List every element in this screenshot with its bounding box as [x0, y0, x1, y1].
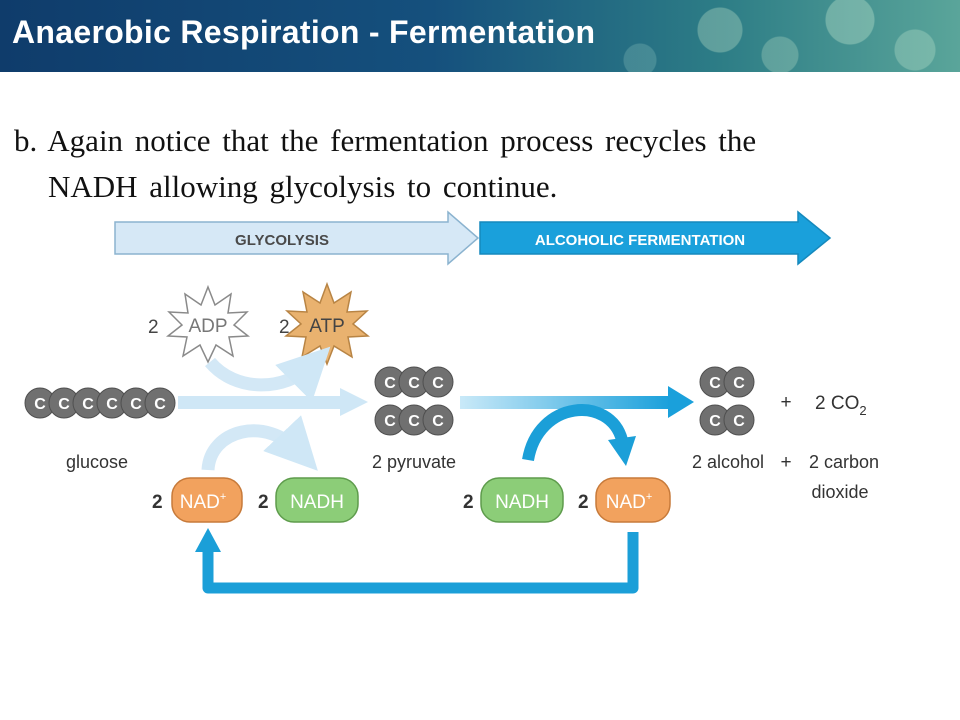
- glucose-carbon-atom: C: [48, 387, 80, 419]
- carbon-atom-letter: C: [384, 375, 396, 392]
- glucose-carbon-atom: C: [24, 387, 56, 419]
- nad-right-oval: [595, 477, 671, 523]
- carbon-atom-letter: C: [130, 396, 142, 413]
- nadh-to-nad-arrow: [522, 404, 628, 462]
- nad-to-nadh-arrow: [201, 415, 318, 471]
- pyruvate-carbon-atom: C: [374, 404, 406, 436]
- nad-left-group: 2 NAD+: [152, 477, 243, 523]
- carbon-atom-circle: [144, 387, 176, 419]
- nad-left-text: NAD: [180, 492, 220, 513]
- alcohol-carbon-atom: C: [699, 404, 731, 436]
- nadh-left-label: NADH: [290, 492, 344, 513]
- adp-label: ADP: [188, 316, 227, 337]
- carbon-atom-letter: C: [82, 396, 94, 413]
- glucose-carbon-atom: C: [144, 387, 176, 419]
- nadh-right-coefficient: 2: [463, 492, 474, 513]
- nad-recycle-arrow: [202, 532, 639, 594]
- alcohol-carbon-atom: C: [723, 404, 755, 436]
- carbon-atom-circle: [422, 366, 454, 398]
- carbon-atom-letter: C: [154, 396, 166, 413]
- pyruvate-carbon-atom: C: [422, 366, 454, 398]
- pyruvate-carbon-atom: C: [422, 404, 454, 436]
- alcohol-carbon-atom: C: [699, 366, 731, 398]
- nadh-left-coefficient: 2: [258, 492, 269, 513]
- carbon-atom-letter: C: [106, 396, 118, 413]
- pyruvate-carbon-atom: C: [398, 366, 430, 398]
- carbon-atom-circle: [422, 404, 454, 436]
- atp-coefficient: 2: [279, 317, 290, 338]
- alcohol-label: 2 alcohol: [692, 452, 764, 472]
- glucose-to-pyruvate-arrow: [178, 388, 368, 416]
- fermentation-stage-arrow: ALCOHOLIC FERMENTATION: [479, 210, 832, 266]
- carbon-atom-circle: [723, 366, 755, 398]
- alcohol-carbon-atom: C: [723, 366, 755, 398]
- glycolysis-stage-arrow: GLYCOLYSIS: [114, 210, 480, 266]
- glycolysis-label: GLYCOLYSIS: [235, 232, 329, 249]
- nad-recycle-arrowhead: [195, 528, 221, 552]
- adp-group: 2 ADP: [148, 284, 251, 364]
- nad-right-text: NAD: [606, 492, 646, 513]
- slide-header: Anaerobic Respiration - Fermentation: [0, 0, 960, 72]
- atp-label: ATP: [309, 316, 345, 337]
- plus-sign-bottom: +: [780, 452, 791, 473]
- co2-label: 2 CO2: [815, 393, 867, 418]
- nad-right-coefficient: 2: [578, 492, 589, 513]
- pyruvate-label: 2 pyruvate: [372, 452, 456, 472]
- co2-subscript: 2: [859, 403, 866, 418]
- slide-body-text: b. Again notice that the fermentation pr…: [14, 118, 894, 210]
- carbon-atom-letter: C: [432, 375, 444, 392]
- nadh-right-label: NADH: [495, 492, 549, 513]
- fermentation-label: ALCOHOLIC FERMENTATION: [535, 232, 745, 249]
- carbon-atom-letter: C: [709, 375, 721, 392]
- carbon-atom-letter: C: [408, 413, 420, 430]
- nadh-right-oval: [480, 477, 564, 523]
- carbon-atom-letter: C: [733, 413, 745, 430]
- adp-coefficient: 2: [148, 317, 159, 338]
- nad-right-group: 2 NAD+: [578, 477, 671, 523]
- plus-sign-top: +: [780, 392, 791, 413]
- nadh-to-nad-arrowhead: [608, 436, 636, 466]
- nad-right-superscript: +: [646, 491, 652, 503]
- body-line-1: Again notice that the fermentation proce…: [47, 123, 757, 158]
- carbon-atom-letter: C: [58, 396, 70, 413]
- carbon-dioxide-line-2: dioxide: [811, 482, 868, 502]
- carbon-atom-letter: C: [408, 375, 420, 392]
- adp-starburst: [165, 284, 251, 364]
- carbon-atom-letter: C: [733, 375, 745, 392]
- atp-group: 2 ATP: [279, 281, 371, 367]
- glucose-label: glucose: [66, 452, 128, 472]
- pyruvate-carbon-atom: C: [398, 404, 430, 436]
- carbon-dioxide-line-1: 2 carbon: [809, 452, 879, 472]
- list-marker: b.: [14, 123, 38, 158]
- co2-text: 2 CO: [815, 393, 859, 414]
- carbon-atom-circle: [723, 404, 755, 436]
- nadh-right-group: 2 NADH: [463, 477, 564, 523]
- nad-right-label: NAD+: [606, 491, 653, 513]
- nad-left-label: NAD+: [180, 491, 227, 513]
- carbon-atom-letter: C: [432, 413, 444, 430]
- body-line-2: NADH allowing glycolysis to continue.: [48, 169, 558, 204]
- carbon-atom-letter: C: [34, 396, 46, 413]
- nad-left-superscript: +: [220, 491, 226, 503]
- slide-title: Anaerobic Respiration - Fermentation: [12, 14, 596, 50]
- pyruvate-to-alcohol-arrow: [460, 386, 694, 418]
- nadh-left-group: 2 NADH: [258, 477, 359, 523]
- adp-to-atp-arrow: [205, 346, 331, 402]
- carbon-atom-letter: C: [709, 413, 721, 430]
- nadh-left-oval: [275, 477, 359, 523]
- carbon-atom-letter: C: [384, 413, 396, 430]
- nad-left-coefficient: 2: [152, 492, 163, 513]
- nad-left-oval: [171, 477, 243, 523]
